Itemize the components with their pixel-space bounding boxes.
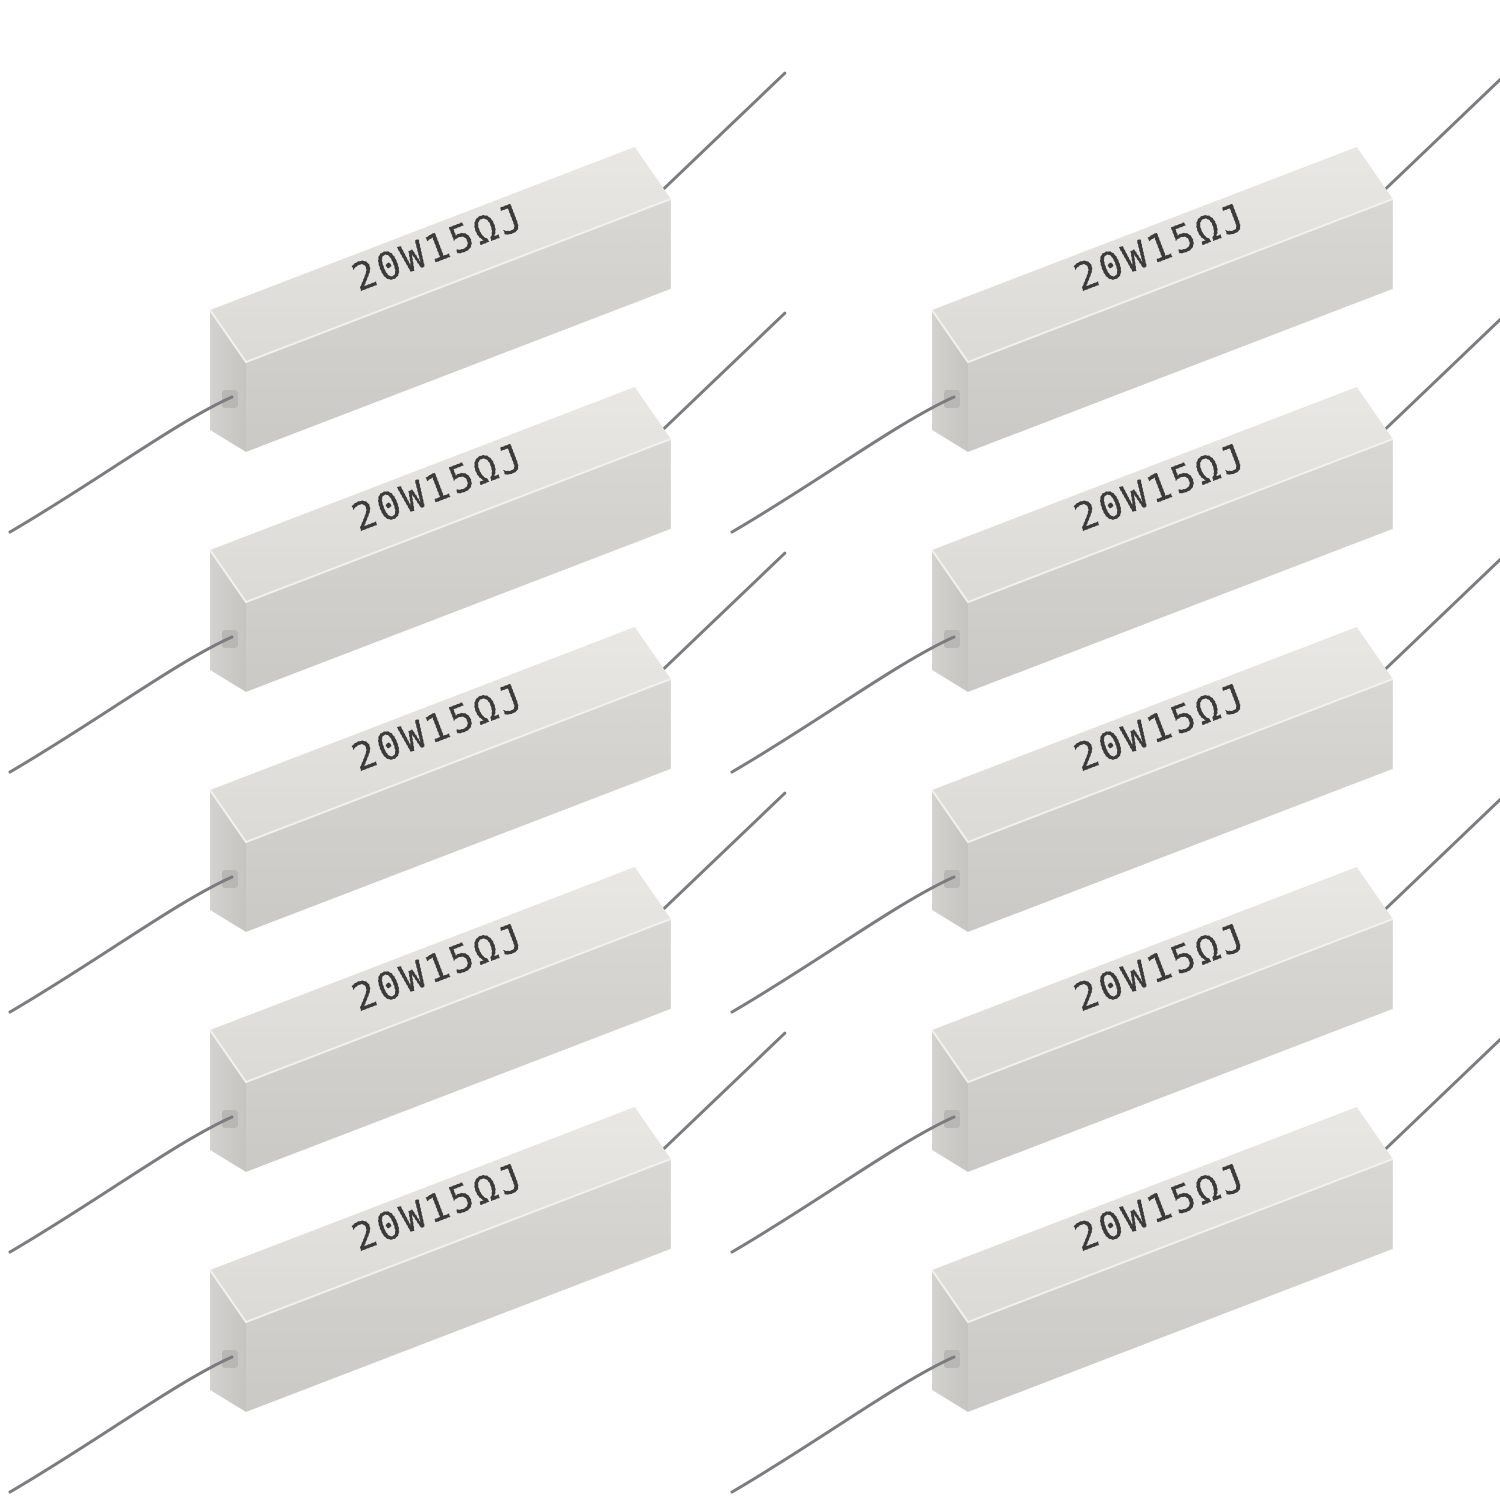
lead-wire: [1365, 77, 1500, 209]
resistor-top-face: [932, 1106, 1393, 1322]
lead-wire: [8, 635, 234, 774]
lead-wire: [643, 791, 787, 929]
resistor-edge: [209, 437, 672, 604]
resistor-edge: [931, 197, 1394, 364]
resistor: 20W15ΩJ: [8, 551, 787, 1014]
lead-wire: [643, 1031, 787, 1169]
lead-wire: [1365, 797, 1500, 929]
resistor-top-face: [210, 1106, 671, 1322]
resistor-top-face: [210, 386, 671, 602]
lead-wire: [1365, 317, 1500, 449]
resistor-front-face: [968, 438, 1393, 692]
resistor-top-face: [210, 866, 671, 1082]
resistor-end-face: [932, 790, 968, 932]
resistor-end-face: [210, 790, 246, 932]
lead-wire: [643, 71, 787, 209]
resistor-end-face: [210, 1030, 246, 1172]
resistor-end-face: [210, 1270, 246, 1412]
resistor-front-face: [968, 198, 1393, 452]
resistor-edge: [931, 917, 1394, 1084]
resistor-edge: [209, 197, 672, 364]
resistor-top-face: [932, 146, 1393, 362]
lead-wire: [8, 875, 234, 1014]
resistor-top-face: [932, 626, 1393, 842]
resistor-end-face: [932, 1270, 968, 1412]
resistor-edge: [931, 437, 1394, 604]
resistor-front-face: [246, 918, 671, 1172]
resistor-front-face: [968, 918, 1393, 1172]
resistor-end-face: [210, 550, 246, 692]
lead-wire: [8, 1115, 234, 1254]
resistor-top-face: [210, 626, 671, 842]
lead-wire: [8, 395, 234, 534]
resistor: 20W15ΩJ: [730, 77, 1500, 534]
lead-wire: [730, 875, 956, 1014]
lead-wire: [730, 1355, 956, 1494]
resistor-edge: [209, 1157, 672, 1324]
lead-wire: [730, 635, 956, 774]
resistor-edge: [931, 677, 1394, 844]
lead-wire: [1365, 557, 1500, 689]
resistor-top-face: [932, 386, 1393, 602]
resistor-front-face: [246, 198, 671, 452]
lead-wire: [643, 311, 787, 449]
resistor-front-face: [246, 438, 671, 692]
resistor-front-face: [968, 1158, 1393, 1412]
lead-wire: [1365, 1037, 1500, 1169]
resistor-top-face: [932, 866, 1393, 1082]
resistor-end-face: [932, 1030, 968, 1172]
resistor-edge: [931, 1157, 1394, 1324]
resistor-front-face: [246, 1158, 671, 1412]
resistor-top-face: [210, 146, 671, 362]
lead-wire: [730, 395, 956, 534]
resistor-edge: [209, 677, 672, 844]
resistor-end-face: [932, 550, 968, 692]
resistor: 20W15ΩJ: [730, 557, 1500, 1014]
lead-wire: [643, 551, 787, 689]
resistor-edge: [209, 917, 672, 1084]
lead-wire: [730, 1115, 956, 1254]
resistor: 20W15ΩJ: [730, 317, 1500, 774]
resistor-end-face: [932, 310, 968, 452]
resistor-front-face: [968, 678, 1393, 932]
resistor: 20W15ΩJ: [8, 791, 787, 1254]
resistor: 20W15ΩJ: [730, 1037, 1500, 1494]
resistor-front-face: [246, 678, 671, 932]
lead-wire: [8, 1355, 234, 1494]
resistor-end-face: [210, 310, 246, 452]
